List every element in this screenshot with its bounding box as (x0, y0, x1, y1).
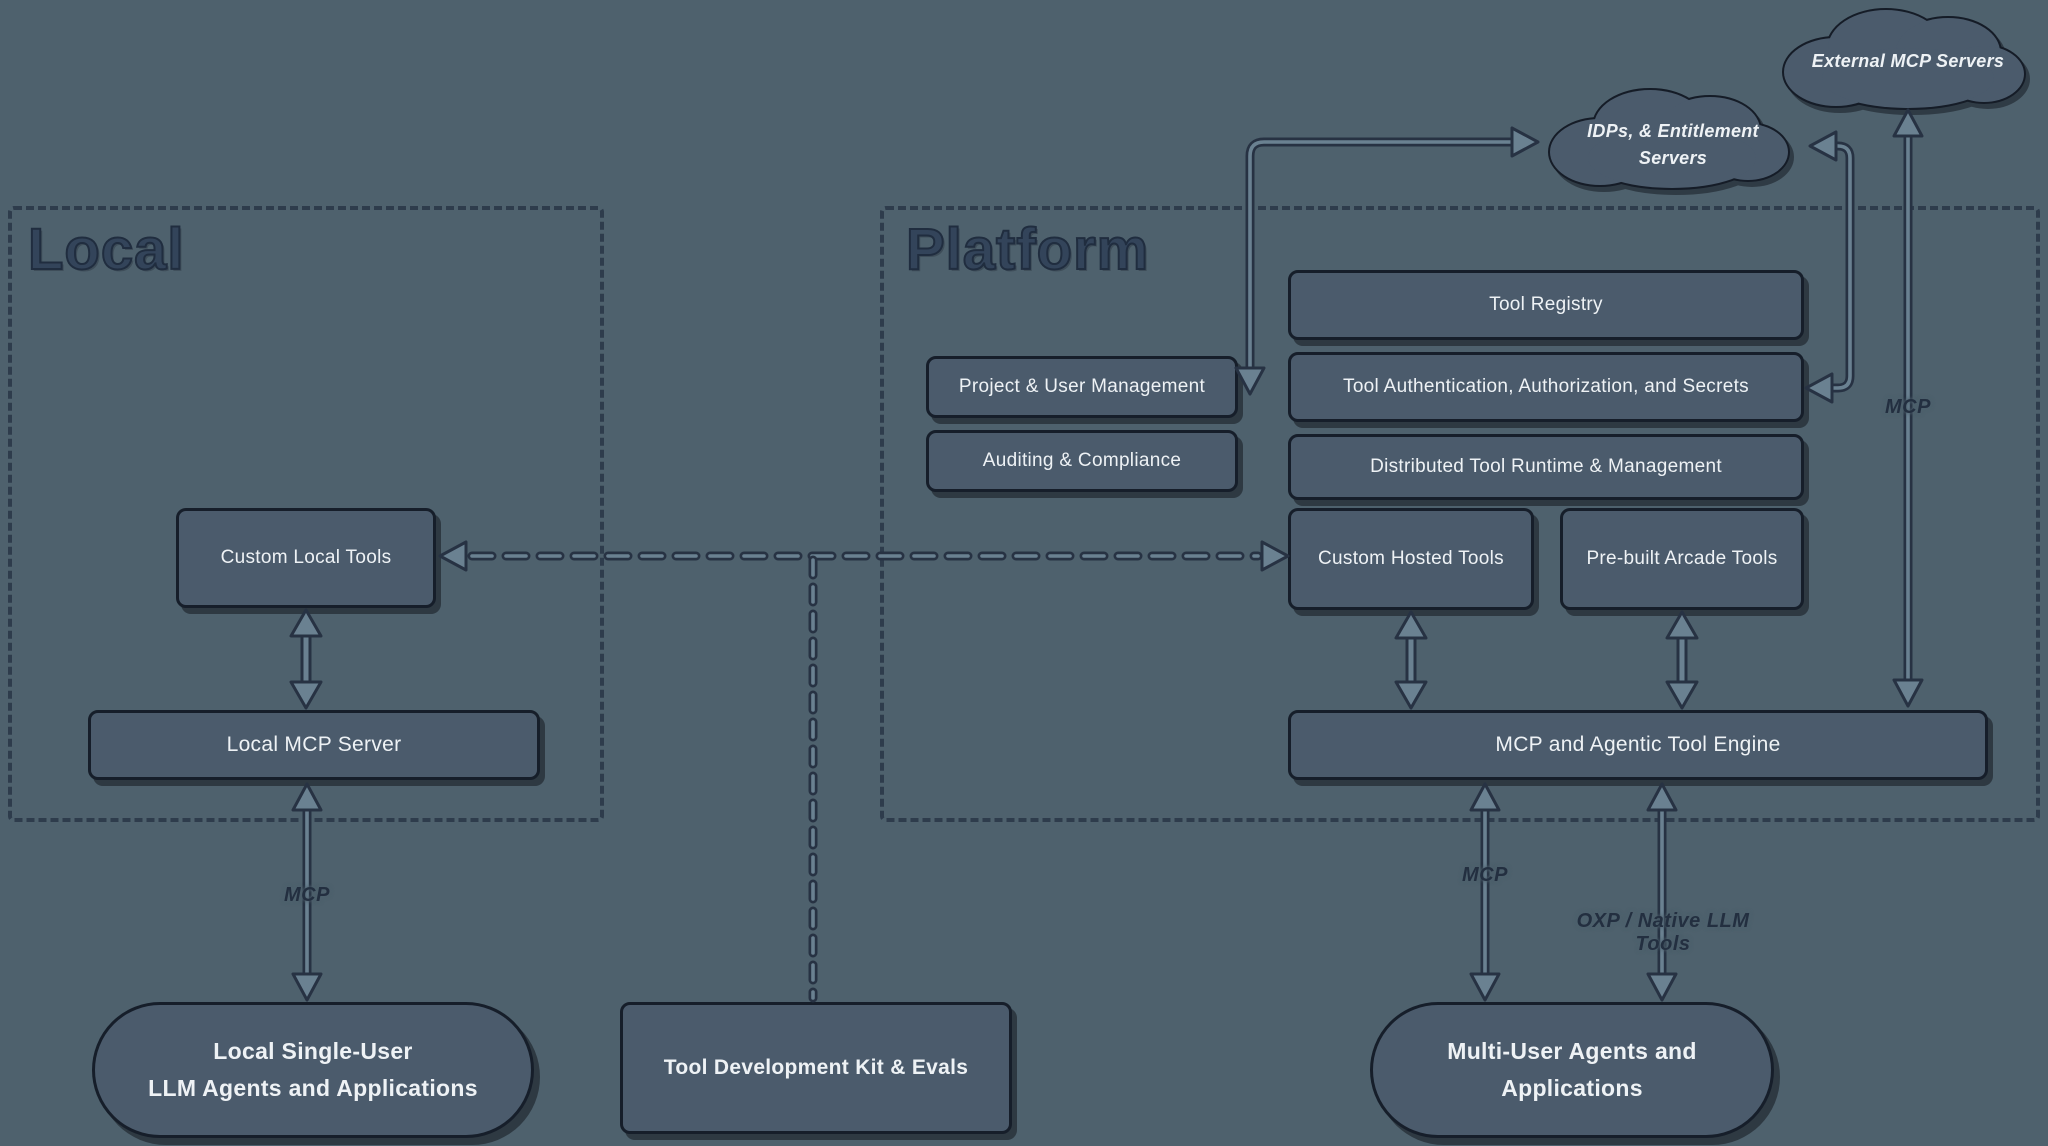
cloud-idps-line2: Servers (1638, 148, 1708, 168)
edge-label-oxp-native-llm-tools: OXP / Native LLM Tools (1576, 910, 1750, 955)
node-custom-local-tools-label: Custom Local Tools (220, 547, 392, 569)
node-local-single-user-agents-line1: Local Single-User (213, 1038, 413, 1065)
node-tool-registry-label: Tool Registry (1489, 294, 1603, 316)
node-mcp-agentic-tool-engine-label: MCP and Agentic Tool Engine (1495, 732, 1781, 756)
node-tool-authentication-label: Tool Authentication, Authorization, and … (1343, 376, 1749, 398)
node-local-single-user-agents-line2: LLM Agents and Applications (148, 1075, 478, 1101)
node-project-user-management-label: Project & User Management (958, 376, 1206, 398)
node-custom-local-tools: Custom Local Tools (176, 508, 436, 608)
node-tool-authentication: Tool Authentication, Authorization, and … (1288, 352, 1804, 422)
node-distributed-tool-runtime-label: Distributed Tool Runtime & Management (1370, 456, 1722, 478)
node-mcp-agentic-tool-engine: MCP and Agentic Tool Engine (1288, 710, 1988, 780)
node-tool-development-kit-label: Tool Development Kit & Evals (663, 1055, 969, 1079)
node-local-mcp-server-label: Local MCP Server (226, 732, 402, 756)
node-multi-user-agents-line2: Applications (1501, 1075, 1643, 1101)
cloud-idps-line1: IDPs, & Entitlement (1587, 121, 1759, 141)
edge-label-mcp-external: MCP (1885, 396, 1931, 418)
node-prebuilt-arcade-tools: Pre-built Arcade Tools (1560, 508, 1804, 610)
node-local-single-user-agents: Local Single-User LLM Agents and Applica… (92, 1002, 534, 1138)
cloud-external-mcp-servers-label: External MCP Servers (1811, 51, 2005, 71)
node-distributed-tool-runtime: Distributed Tool Runtime & Management (1288, 434, 1804, 500)
node-tool-registry: Tool Registry (1288, 270, 1804, 340)
node-custom-hosted-tools: Custom Hosted Tools (1288, 508, 1534, 610)
node-multi-user-agents-line1: Multi-User Agents and (1447, 1038, 1697, 1065)
cloud-idps-entitlement-label: IDPs, & Entitlement Servers (1560, 118, 1786, 172)
edge-label-mcp-local: MCP (284, 884, 330, 906)
node-auditing-compliance: Auditing & Compliance (926, 430, 1238, 492)
node-custom-hosted-tools-label: Custom Hosted Tools (1318, 548, 1504, 570)
node-tool-development-kit: Tool Development Kit & Evals (620, 1002, 1012, 1134)
node-multi-user-agents: Multi-User Agents and Applications (1370, 1002, 1774, 1138)
edge-label-mcp-engine: MCP (1462, 864, 1508, 886)
node-local-mcp-server: Local MCP Server (88, 710, 540, 780)
node-prebuilt-arcade-tools-label: Pre-built Arcade Tools (1586, 548, 1778, 570)
node-project-user-management: Project & User Management (926, 356, 1238, 418)
container-platform-title: Platform (905, 216, 1150, 283)
container-local-title: Local (27, 216, 185, 283)
node-auditing-compliance-label: Auditing & Compliance (982, 450, 1182, 472)
